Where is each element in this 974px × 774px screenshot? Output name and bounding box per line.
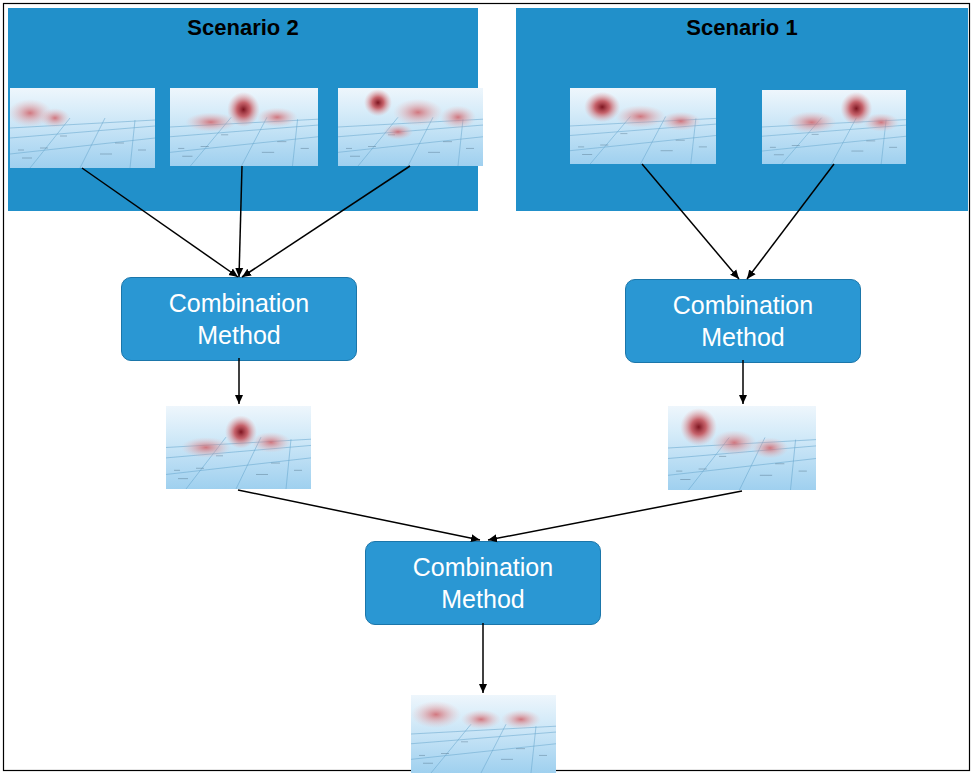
process-box: Combination Method xyxy=(625,279,861,363)
process-box: Combination Method xyxy=(121,277,357,361)
process-label: Combination Method xyxy=(640,289,846,353)
process-box: Combination Method xyxy=(365,541,601,625)
panel-title: Scenario 1 xyxy=(516,14,968,42)
scenario-panel: Scenario 1 xyxy=(516,8,968,211)
process-label: Combination Method xyxy=(136,287,342,351)
process-label: Combination Method xyxy=(380,551,586,615)
scenario-panel: Scenario 2 xyxy=(8,8,478,211)
panel-title: Scenario 2 xyxy=(8,14,478,42)
